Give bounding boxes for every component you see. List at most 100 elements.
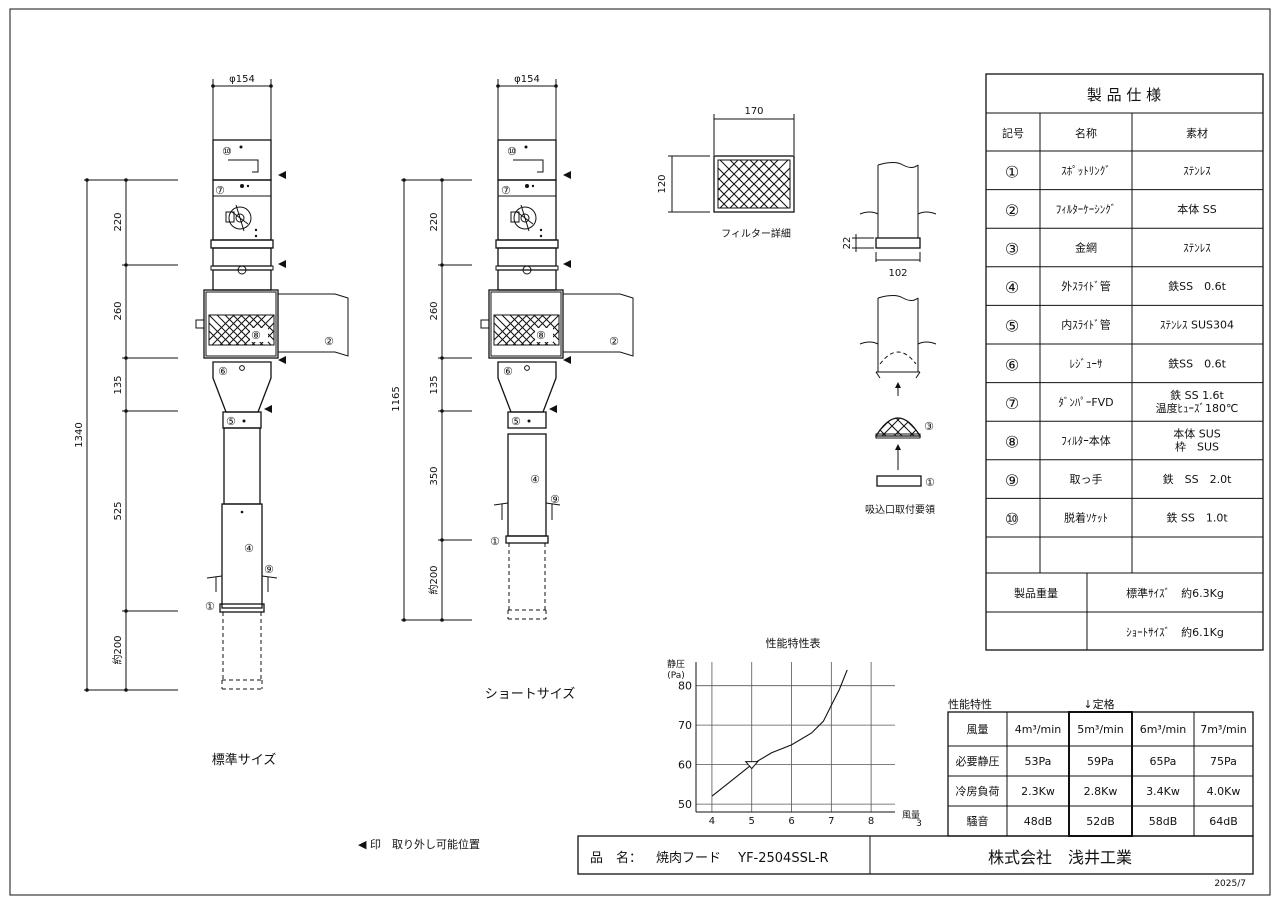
perf-cell: 必要静圧 <box>956 754 1000 768</box>
sheet-border <box>9 8 1271 896</box>
phi-short: φ154 <box>514 74 540 85</box>
spec-symbol: ⑤ <box>1005 317 1019 336</box>
spec-material: 本体 SUS <box>1173 427 1221 441</box>
perf-cell: 59Pa <box>1087 755 1114 768</box>
spec-symbol: ⑨ <box>1005 471 1019 490</box>
mark-7-short: ⑦ <box>501 184 511 197</box>
chart-ytick: 60 <box>678 759 692 772</box>
weight-label: 製品重量 <box>1014 586 1058 600</box>
company-name: 株式会社 浅井工業 <box>988 848 1132 867</box>
perf-cell: 4.0Kw <box>1207 785 1241 798</box>
mark-10-std: ⑩ <box>222 145 232 158</box>
mark-1-intake: ① <box>925 476 935 489</box>
spec-material: 鉄 SS 1.0t <box>1166 511 1228 525</box>
chart-rated-marker <box>744 761 759 770</box>
dim-short-135: 135 <box>429 375 440 394</box>
spec-header-name: 名称 <box>1075 126 1097 140</box>
spec-name: ﾌｨﾙﾀｰｹｰｼﾝｸﾞ <box>1056 203 1117 216</box>
dim-std-260: 260 <box>113 301 124 320</box>
perf-header-cell: 7m³/min <box>1200 723 1247 736</box>
chart-ytick: 80 <box>678 680 692 693</box>
filter-detail-label: フィルター詳細 <box>721 227 791 240</box>
dim-short-260: 260 <box>429 301 440 320</box>
mark-5-short: ⑤ <box>511 415 521 428</box>
spec-name: 内ｽﾗｲﾄﾞ管 <box>1061 318 1111 332</box>
spec-material: ｽﾃﾝﾚｽ <box>1183 242 1211 255</box>
mark-10-short: ⑩ <box>507 145 517 158</box>
product-name: 焼肉フード YF-2504SSL-R <box>656 851 829 866</box>
mark-4-std: ④ <box>244 542 254 555</box>
dim-short-220: 220 <box>429 212 440 231</box>
spec-material-2: 温度ﾋｭｰｽﾞ180℃ <box>1156 401 1239 415</box>
spec-material: 鉄SS 0.6t <box>1168 279 1226 293</box>
mark-9-std: ⑨ <box>264 563 274 576</box>
dim-std-220: 220 <box>113 212 124 231</box>
spec-material: ｽﾃﾝﾚｽ <box>1183 164 1211 177</box>
spec-title: 製 品 仕 様 <box>1087 86 1161 104</box>
short-size-drawing: φ154 ⑩ ⑦ ⑧ ② ⑥ ⑤ <box>391 74 634 702</box>
chart-ytick: 70 <box>678 719 692 732</box>
dim-filter-120: 120 <box>657 174 668 193</box>
spec-symbol: ⑧ <box>1005 433 1019 452</box>
perf-cell: 2.3Kw <box>1021 785 1055 798</box>
dim-std-525: 525 <box>113 501 124 520</box>
mark-1-short: ① <box>490 535 500 548</box>
drawing-date: 2025/7 <box>1214 879 1246 889</box>
perf-header-cell: 6m³/min <box>1140 723 1187 736</box>
spec-header-material: 素材 <box>1186 126 1208 140</box>
spec-symbol: ③ <box>1005 240 1019 259</box>
chart-xtick: 4 <box>709 816 715 827</box>
perf-cell: 52dB <box>1086 815 1115 828</box>
mark-9-short: ⑨ <box>550 493 560 506</box>
product-label: 品 名： <box>590 850 642 866</box>
weight-standard: 標準ｻｲｽﾞ 約6.3Kg <box>1126 586 1224 600</box>
spec-material: 鉄 SS 1.6t <box>1170 388 1224 402</box>
spec-header-symbol: 記号 <box>1002 126 1024 140</box>
spec-symbol: ⑦ <box>1005 394 1019 413</box>
perf-cell: 2.8Kw <box>1084 785 1118 798</box>
mark-7-std: ⑦ <box>215 184 225 197</box>
spec-name: 脱着ｿｹｯﾄ <box>1064 511 1108 525</box>
dim-short-200: 約200 <box>427 565 440 594</box>
chart-xtick: 6 <box>788 816 794 827</box>
mark-2-std: ② <box>324 335 334 348</box>
spec-name: 取っ手 <box>1070 472 1103 486</box>
chart-xunit: 3 <box>916 819 922 829</box>
mark-4-short: ④ <box>530 473 540 486</box>
mark-3-intake: ③ <box>924 420 934 433</box>
dim-intake-22: 22 <box>842 237 853 250</box>
perf-title: 性能特性 <box>948 697 992 711</box>
mark-1-std: ① <box>205 600 215 613</box>
spec-material: ｽﾃﾝﾚｽ SUS304 <box>1160 319 1234 332</box>
weight-short: ｼｮｰﾄｻｲｽﾞ 約6.1Kg <box>1126 625 1224 639</box>
removable-note: ◀ 印 取り外し可能位置 <box>358 837 480 851</box>
dim-std-135: 135 <box>113 375 124 394</box>
chart-ylabel: 静圧 <box>667 658 685 670</box>
mark-2-short: ② <box>609 335 619 348</box>
standard-size-drawing: φ154 ⑩ ⑦ ⑧ ② <box>74 74 349 768</box>
spec-name: ﾚｼﾞｭｰｻ <box>1070 357 1103 370</box>
perf-cell: 冷房負荷 <box>956 785 1000 798</box>
perf-cell: 58dB <box>1149 815 1178 828</box>
standard-size-label: 標準サイズ <box>212 752 277 768</box>
perf-cell: 騒音 <box>967 814 989 828</box>
chart-xtick: 5 <box>749 816 755 827</box>
intake-mounting: 22 102 ③ ① 吸込口取付要領 <box>842 162 937 516</box>
intake-label: 吸込口取付要領 <box>865 503 935 516</box>
perf-cell: 48dB <box>1024 815 1053 828</box>
mark-8-std: ⑧ <box>251 329 261 342</box>
mark-5-std: ⑤ <box>226 415 236 428</box>
spec-material: 本体 SS <box>1177 202 1216 216</box>
mark-6-std: ⑥ <box>218 365 228 378</box>
spec-name: ﾀﾞﾝﾊﾟｰFVD <box>1058 396 1113 409</box>
chart-title: 性能特性表 <box>766 636 821 650</box>
short-size-label: ショートサイズ <box>485 686 576 702</box>
perf-header-cell: 5m³/min <box>1077 723 1124 736</box>
perf-header-cell: 4m³/min <box>1015 723 1062 736</box>
dim-short-total: 1165 <box>391 386 402 411</box>
